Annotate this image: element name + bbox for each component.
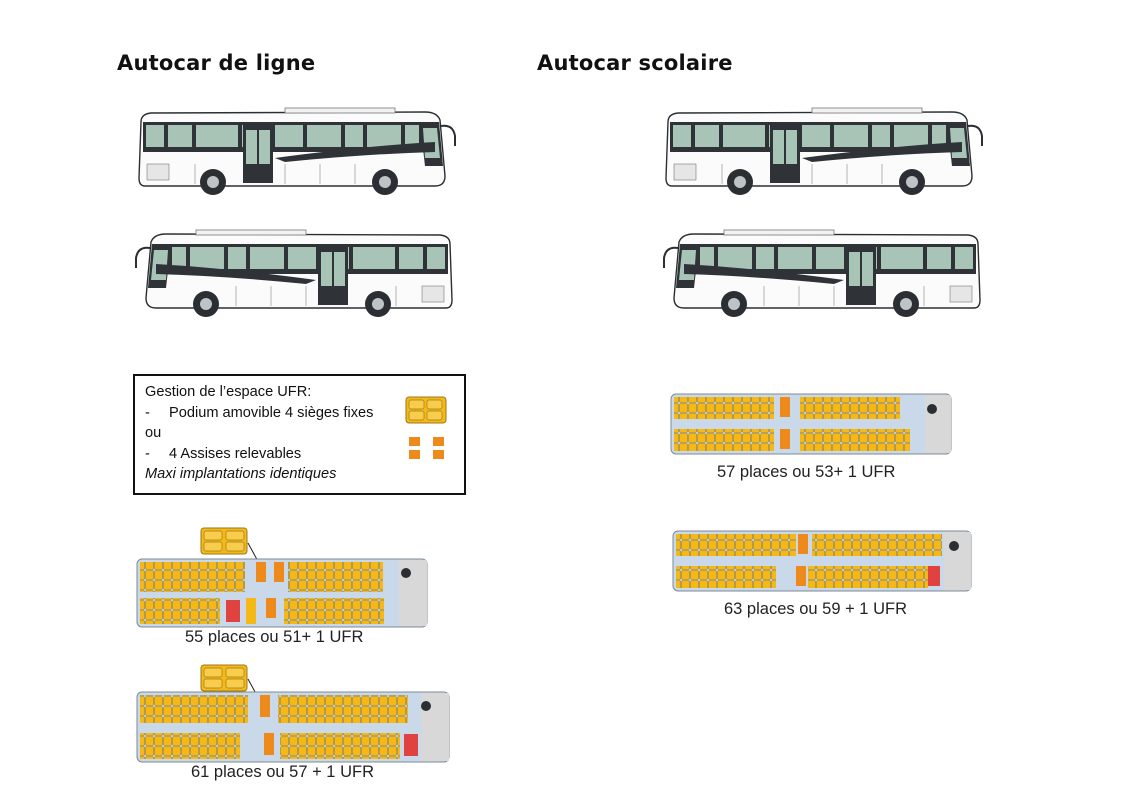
caption-61-places: 61 places ou 57 + 1 UFR [191,763,374,781]
school-bus-side-view-right-facing [665,107,983,196]
option-relevables-label: 4 Assises relevables [169,445,302,462]
dash: - [145,445,150,462]
bus-side-view-left-facing [135,229,453,318]
podium-callout-icon [200,664,248,692]
seat-plan-55 [136,542,428,628]
caption-55-places: 55 places ou 51+ 1 UFR [185,628,364,646]
podium-callout-icon [200,527,248,555]
folding-seats-icon [409,437,444,459]
podium-seats-icon [405,396,447,424]
seat-plan-61 [136,678,450,763]
ufr-or: ou [145,425,162,441]
ufr-info-box: Gestion de l’espace UFR: - Podium amovibl… [133,374,466,495]
heading-autocar-scolaire: Autocar scolaire [537,51,733,75]
dash: - [145,404,150,421]
heading-autocar-de-ligne: Autocar de ligne [117,51,316,75]
option-podium-label: Podium amovible 4 sièges fixes [169,404,374,421]
caption-57-places: 57 places ou 53+ 1 UFR [717,463,896,481]
ufr-option-podium: - Podium amovible 4 sièges fixes [145,403,454,424]
school-bus-side-view-left-facing [663,229,981,318]
ufr-box-title: Gestion de l’espace UFR: [145,384,312,400]
seat-plan-63 [672,530,972,592]
caption-63-places: 63 places ou 59 + 1 UFR [724,600,907,618]
bus-side-view-right-facing [138,107,456,196]
ufr-option-relevables: - 4 Assises relevables [145,444,454,465]
seat-plan-57 [670,393,952,455]
ufr-note: Maxi implantations identiques [145,466,337,482]
